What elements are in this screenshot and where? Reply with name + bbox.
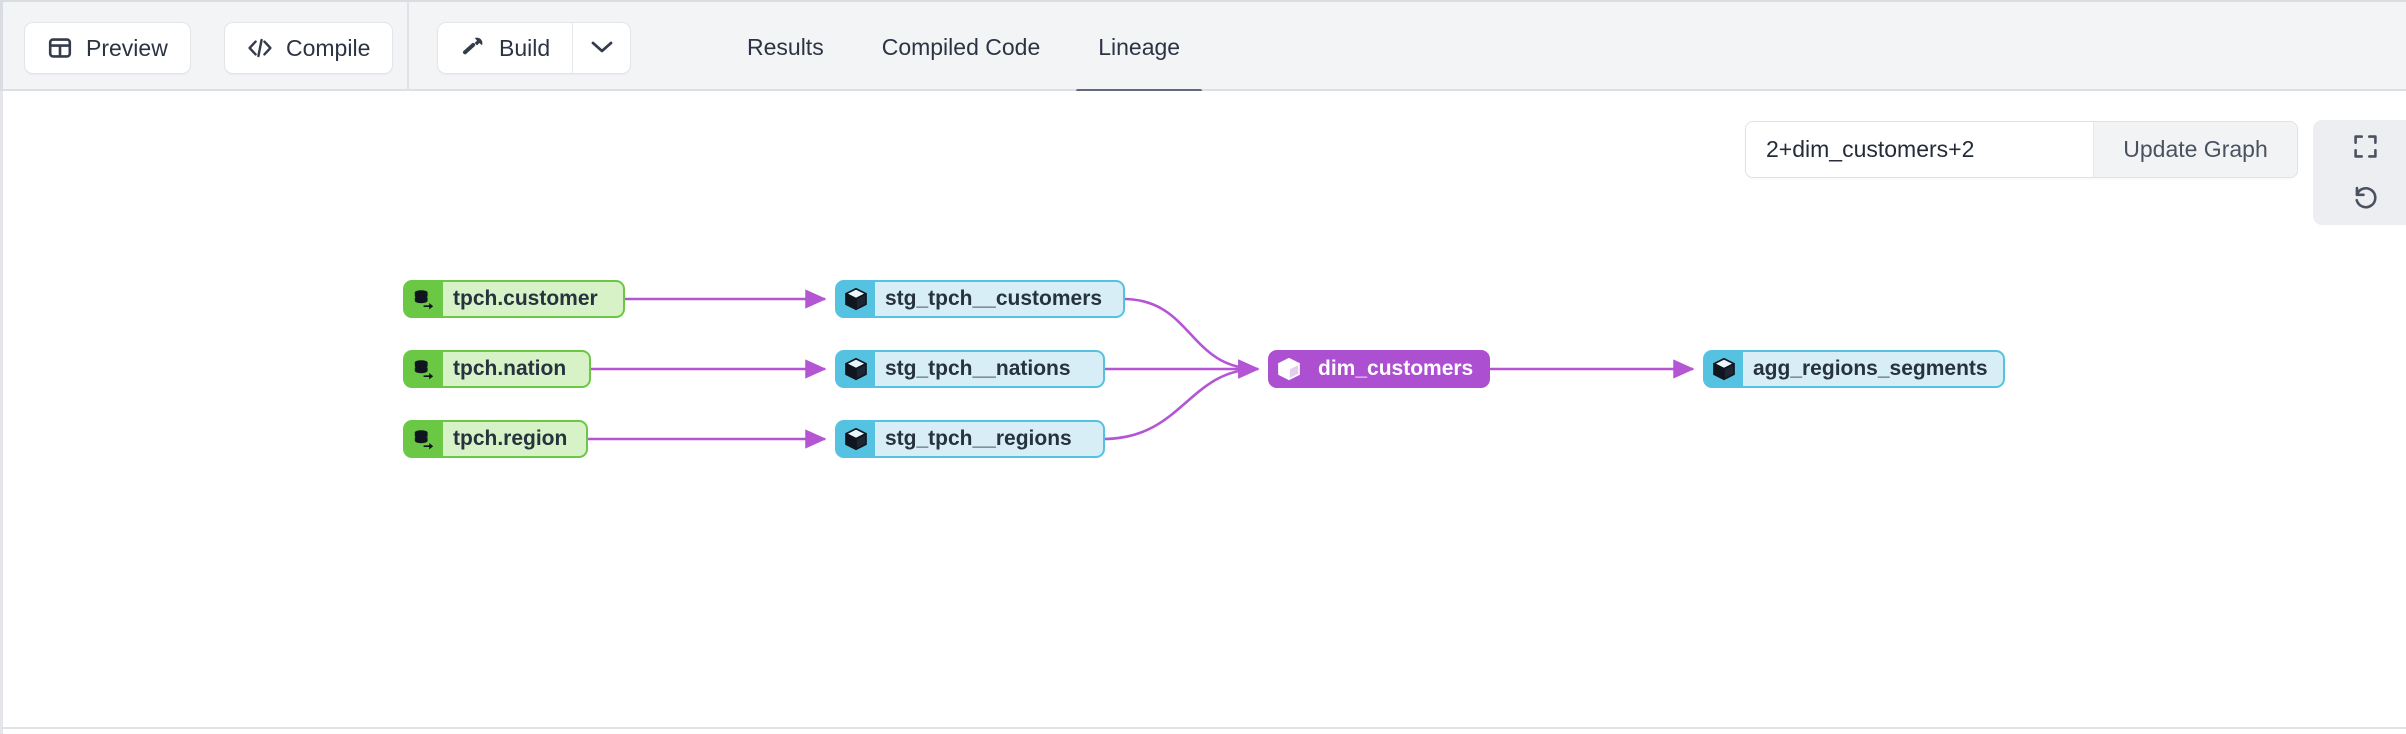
lineage-selector-input[interactable] — [1746, 122, 2093, 177]
preview-button-label: Preview — [86, 34, 168, 61]
lineage-node-stg-tpch-customers[interactable]: stg_tpch__customers — [835, 280, 1125, 318]
reset-rotate-ccw-icon — [2352, 184, 2379, 214]
compile-button[interactable]: Compile — [224, 22, 394, 74]
build-split-button: Build — [437, 22, 632, 74]
lineage-node-tpch-region[interactable]: tpch.region — [403, 420, 588, 458]
lineage-node-stg-tpch-regions[interactable]: stg_tpch__regions — [835, 420, 1105, 458]
toolbar-divider — [407, 2, 409, 93]
lineage-node-label: stg_tpch__regions — [885, 427, 1072, 450]
lineage-node-label: stg_tpch__nations — [885, 357, 1071, 380]
cube-model-icon — [837, 350, 875, 388]
preview-button[interactable]: Preview — [24, 22, 191, 74]
canvas-left-edge — [0, 91, 3, 734]
build-button[interactable]: Build — [438, 23, 572, 73]
compile-button-label: Compile — [286, 34, 371, 61]
update-graph-button[interactable]: Update Graph — [2093, 122, 2297, 177]
tab-results-label: Results — [747, 34, 824, 60]
lineage-node-label: stg_tpch__customers — [885, 287, 1103, 310]
lineage-node-label: dim_customers — [1318, 357, 1474, 380]
hammer-icon — [460, 35, 486, 61]
lineage-canvas[interactable]: tpch.customer tpch.nation — [3, 91, 2406, 727]
toolbar: Preview Compile — [0, 0, 2406, 93]
tab-bar: Results Compiled Code Lineage — [718, 2, 1209, 93]
build-dropdown-toggle[interactable] — [572, 23, 630, 73]
lineage-node-label: tpch.nation — [453, 357, 567, 380]
database-source-icon — [405, 280, 443, 318]
update-graph-button-label: Update Graph — [2123, 136, 2268, 162]
code-brackets-icon — [247, 35, 273, 61]
lineage-selector-bar: Update Graph — [1745, 121, 2298, 178]
lineage-node-dim-customers[interactable]: dim_customers — [1268, 350, 1490, 388]
build-button-label: Build — [499, 34, 551, 61]
fullscreen-button[interactable] — [2330, 122, 2400, 174]
chevron-down-icon — [589, 39, 615, 58]
lineage-node-label: tpch.customer — [453, 287, 598, 310]
lineage-node-tpch-nation[interactable]: tpch.nation — [403, 350, 591, 388]
database-source-icon — [405, 420, 443, 458]
tab-lineage[interactable]: Lineage — [1069, 2, 1209, 93]
fullscreen-expand-icon — [2352, 133, 2379, 163]
graph-tool-panel — [2313, 120, 2406, 225]
tab-compiled-code[interactable]: Compiled Code — [853, 2, 1070, 93]
panel-left-edge — [0, 2, 3, 93]
tab-results[interactable]: Results — [718, 2, 853, 93]
lineage-node-stg-tpch-nations[interactable]: stg_tpch__nations — [835, 350, 1105, 388]
lineage-nodes: tpch.customer tpch.nation — [3, 91, 2406, 727]
tab-lineage-label: Lineage — [1098, 34, 1181, 60]
lineage-node-tpch-customer[interactable]: tpch.customer — [403, 280, 625, 318]
lineage-node-label: tpch.region — [453, 427, 568, 450]
cube-model-icon — [1270, 350, 1308, 388]
cube-model-icon — [837, 280, 875, 318]
tab-compiled-code-label: Compiled Code — [881, 34, 1041, 60]
panel-bottom-edge — [0, 727, 2406, 729]
lineage-node-agg-regions-segments[interactable]: agg_regions_segments — [1703, 350, 2005, 388]
database-source-icon — [405, 350, 443, 388]
cube-model-icon — [1705, 350, 1743, 388]
reset-graph-button[interactable] — [2330, 174, 2400, 226]
table-icon — [47, 35, 73, 61]
cube-model-icon — [837, 420, 875, 458]
lineage-node-label: agg_regions_segments — [1753, 357, 1988, 380]
